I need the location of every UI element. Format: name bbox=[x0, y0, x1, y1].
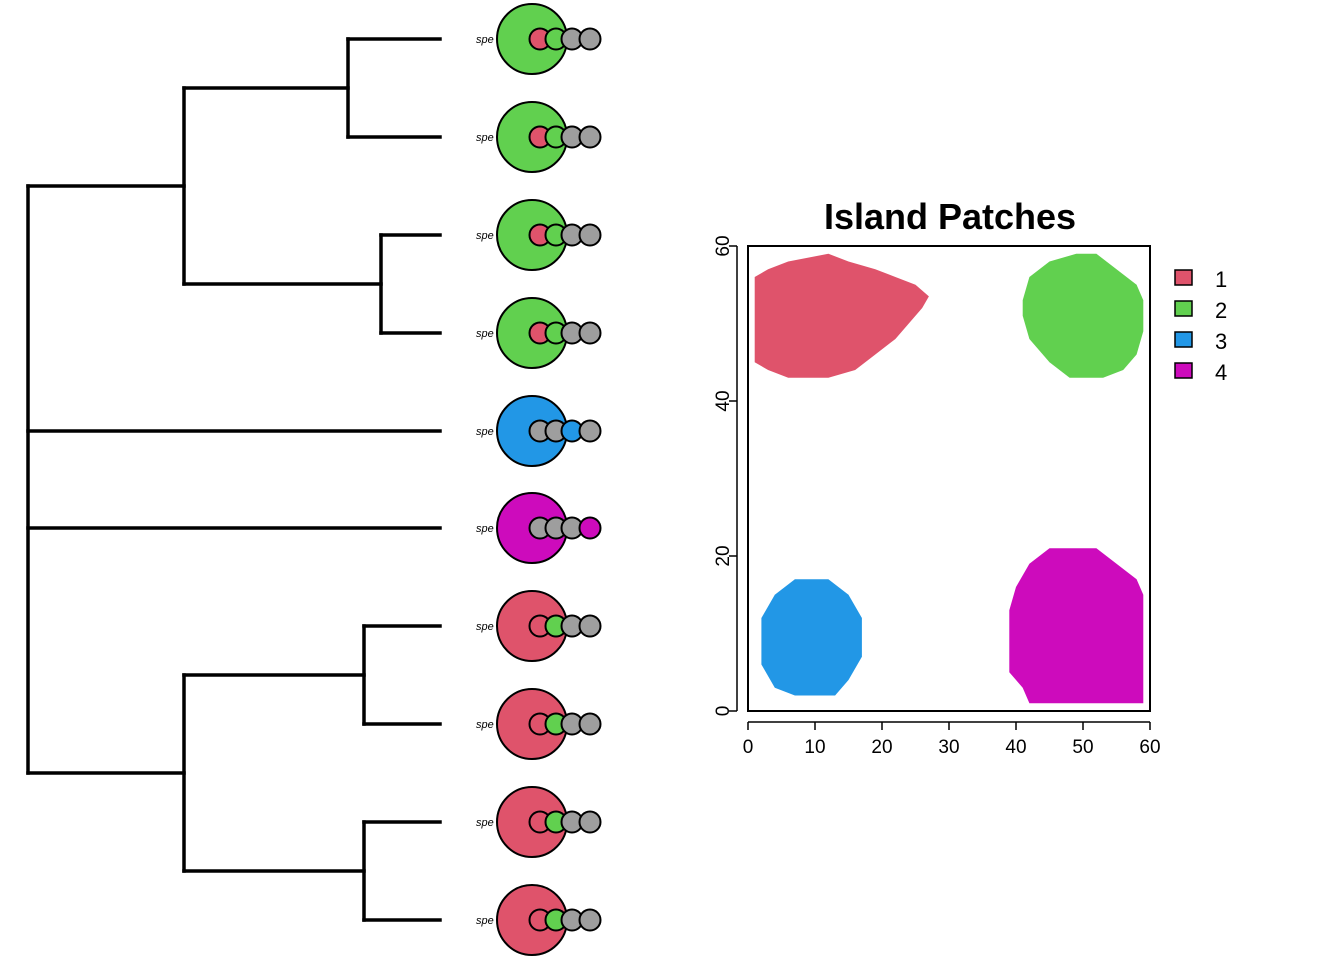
legend-label: 4 bbox=[1215, 360, 1227, 385]
legend: 1 2 3 4 bbox=[1174, 267, 1227, 385]
legend-swatch-2 bbox=[1174, 300, 1193, 317]
x-tick-label: 30 bbox=[938, 737, 959, 758]
tip-1: spe bbox=[476, 3, 602, 75]
x-tick-label: 10 bbox=[804, 737, 825, 758]
state-circle bbox=[578, 27, 602, 51]
state-circle bbox=[578, 516, 602, 540]
y-tick-label: 20 bbox=[713, 545, 734, 566]
tip-state-markers: spe spe spe spe spe spe spe spe spe spe bbox=[476, 3, 602, 956]
tip-4: spe bbox=[476, 297, 602, 369]
tip-label: spe bbox=[476, 230, 494, 242]
legend-label: 1 bbox=[1215, 267, 1227, 292]
legend-swatch-1 bbox=[1174, 269, 1193, 286]
legend-swatch-3 bbox=[1174, 331, 1193, 348]
state-circle bbox=[578, 810, 602, 834]
x-tick-label: 50 bbox=[1072, 737, 1093, 758]
tip-label: spe bbox=[476, 523, 494, 535]
phylogeny-tree bbox=[26, 37, 442, 922]
patch-3 bbox=[761, 579, 862, 696]
tip-label: spe bbox=[476, 426, 494, 438]
state-circle bbox=[578, 908, 602, 932]
plot-box bbox=[747, 245, 1151, 712]
patches bbox=[754, 253, 1144, 704]
state-circle bbox=[578, 125, 602, 149]
state-circle bbox=[578, 321, 602, 345]
legend-label: 3 bbox=[1215, 329, 1227, 354]
state-circle bbox=[578, 712, 602, 736]
tip-8: spe bbox=[476, 688, 602, 760]
tip-label: spe bbox=[476, 328, 494, 340]
legend-label: 2 bbox=[1215, 298, 1227, 323]
y-tick-label: 60 bbox=[713, 235, 734, 256]
tip-label: spe bbox=[476, 719, 494, 731]
y-tick-label: 0 bbox=[713, 706, 734, 717]
tip-5: spe bbox=[476, 395, 602, 467]
state-circle bbox=[578, 223, 602, 247]
x-tick-label: 20 bbox=[871, 737, 892, 758]
axes: 0 10 20 30 40 50 60 0 20 40 60 bbox=[713, 235, 1161, 758]
tip-7: spe bbox=[476, 590, 602, 662]
patch-2 bbox=[1022, 253, 1144, 378]
state-circle bbox=[578, 614, 602, 638]
island-map: Island Patches 0 10 20 30 40 50 60 0 20 40 60 1 2 3 4 bbox=[713, 196, 1227, 758]
tip-2: spe bbox=[476, 101, 602, 173]
tip-3: spe bbox=[476, 199, 602, 271]
tip-6: spe bbox=[476, 492, 602, 564]
tip-9: spe bbox=[476, 786, 602, 858]
x-tick-label: 60 bbox=[1139, 737, 1160, 758]
patch-1 bbox=[754, 253, 929, 378]
tip-label: spe bbox=[476, 132, 494, 144]
state-circle bbox=[578, 419, 602, 443]
x-tick-label: 0 bbox=[743, 737, 754, 758]
tip-label: spe bbox=[476, 817, 494, 829]
y-tick-label: 40 bbox=[713, 390, 734, 411]
legend-swatch-4 bbox=[1174, 362, 1193, 379]
chart-title: Island Patches bbox=[824, 196, 1076, 237]
tip-label: spe bbox=[476, 34, 494, 46]
patch-4 bbox=[1009, 548, 1144, 704]
tip-10: spe bbox=[476, 884, 602, 956]
tip-label: spe bbox=[476, 915, 494, 927]
tip-label: spe bbox=[476, 621, 494, 633]
x-tick-label: 40 bbox=[1005, 737, 1026, 758]
